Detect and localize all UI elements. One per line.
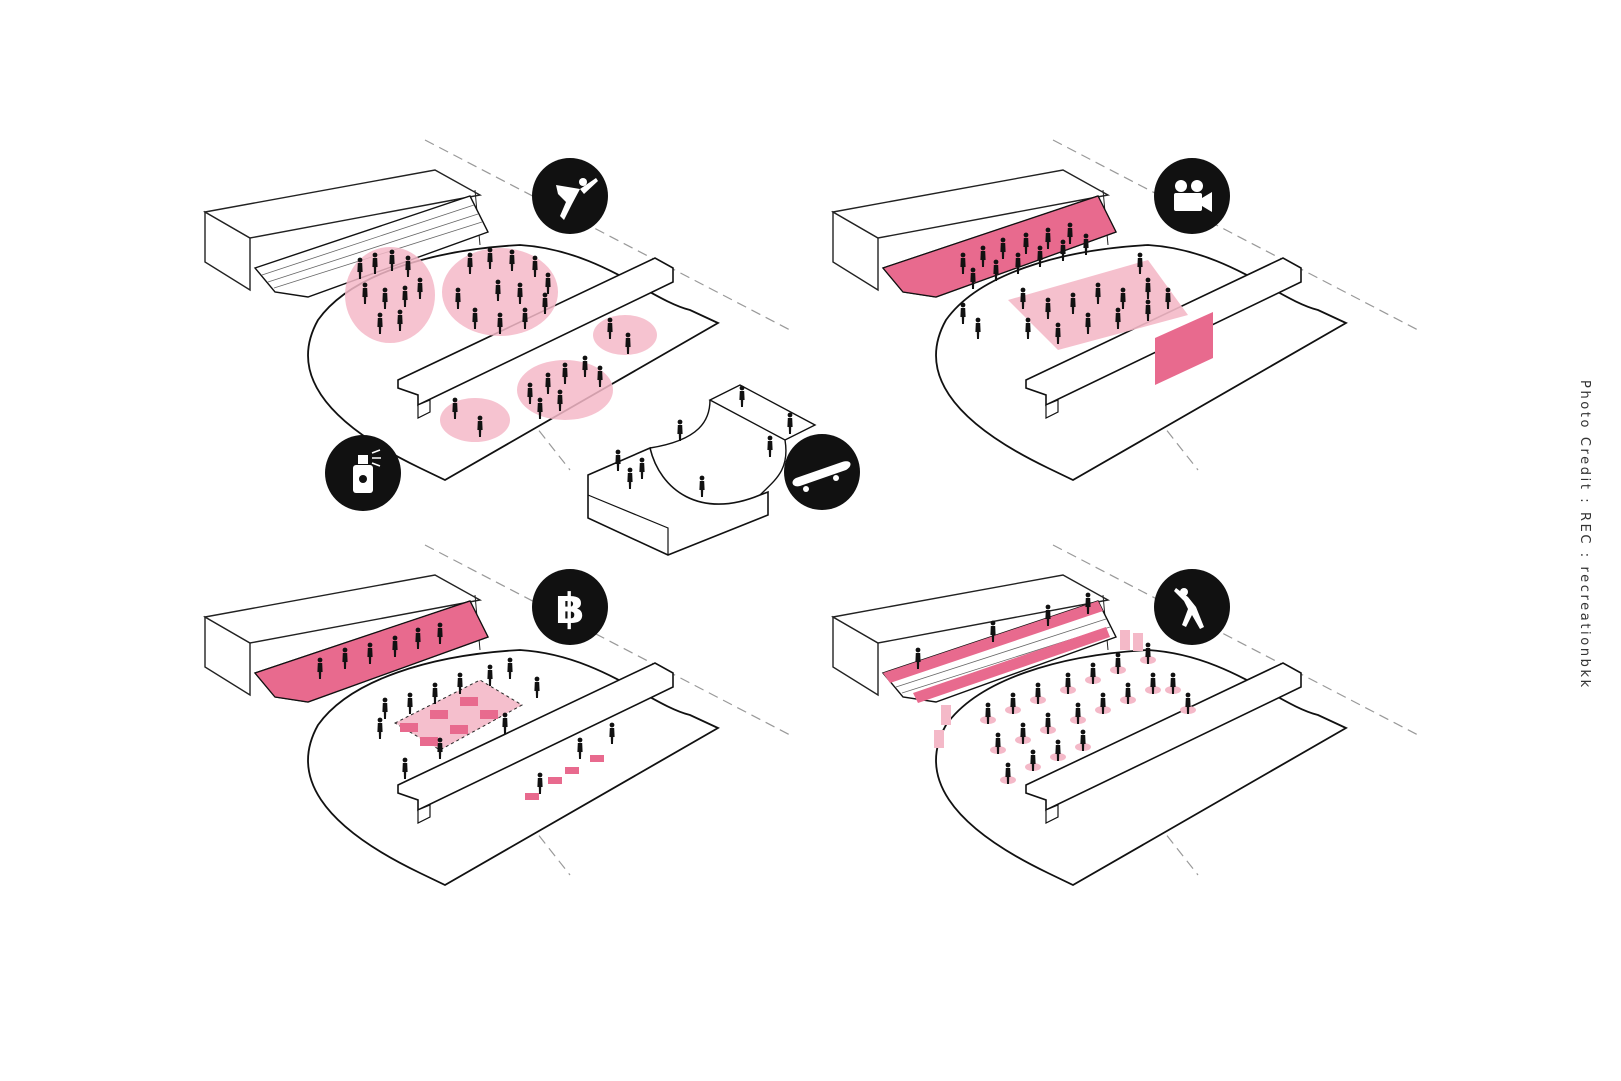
skateboard-icon [784,434,860,510]
panel-market: ฿ [204,544,791,886]
panel-exercise [832,544,1419,886]
panel-cinema [832,139,1419,481]
speaker-stacks [934,630,1143,748]
photo-credit: Photo Credit : REC : recreationbkk [1577,380,1592,690]
stretching-person-icon [1154,569,1230,645]
movie-camera-icon [1154,158,1230,234]
spray-can-icon [325,435,401,511]
panel-performance [204,139,860,556]
baht-symbol: ฿ [555,584,584,633]
market-stalls [400,697,604,800]
skate-ramp [587,384,817,556]
baht-icon: ฿ [532,569,608,645]
breakdancer-icon [532,158,608,234]
